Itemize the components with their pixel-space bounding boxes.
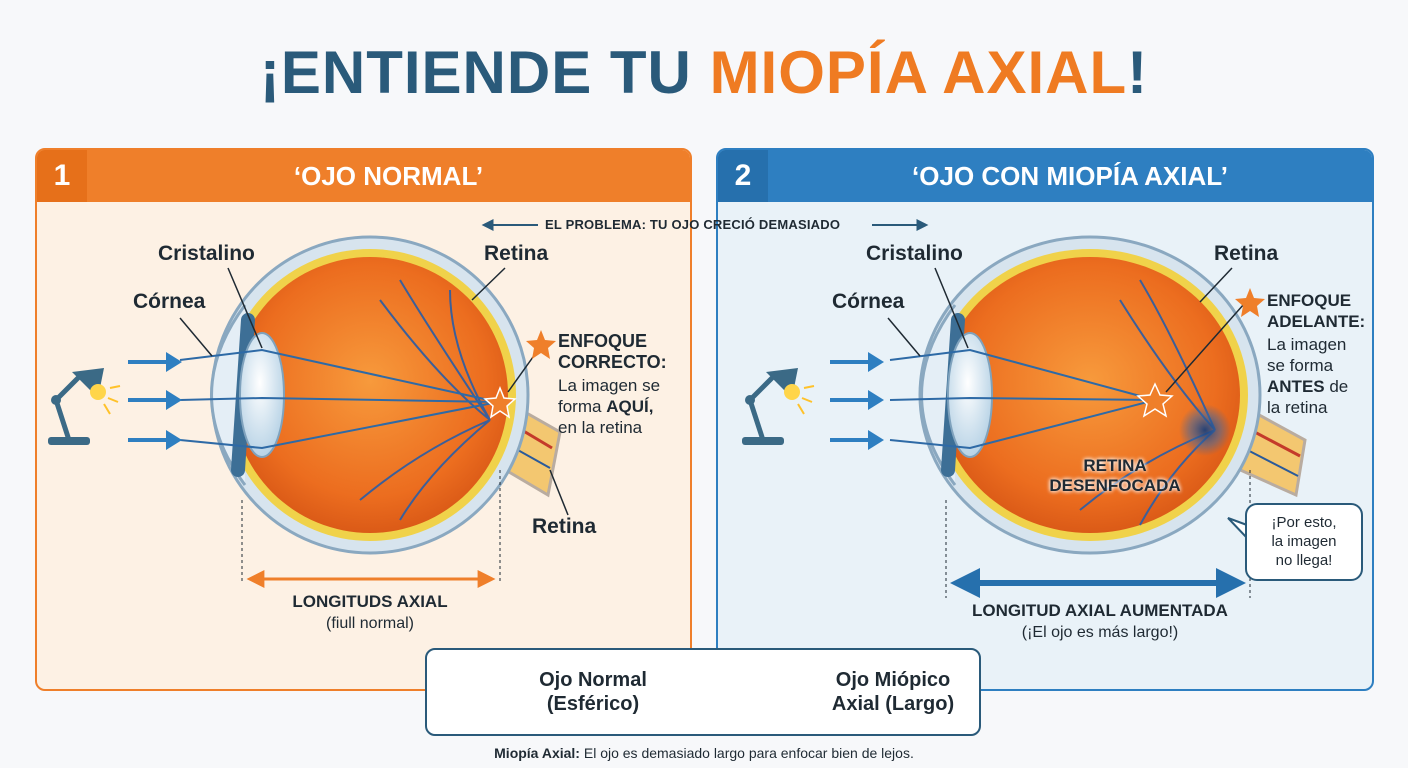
label-cristalino: Cristalino [158,242,255,265]
axial-length-sub: (ﬁull normal) [325,615,414,632]
page-title: ¡ENTIENDE TU MIOPÍA AXIAL! [259,39,1149,106]
star-icon [1235,288,1265,317]
panel-title: ‘OJO NORMAL’ [293,161,484,191]
label-retina-top: Retina [1214,242,1279,265]
lamp-icon [742,368,815,445]
star-icon [526,330,556,359]
label-retina-top: Retina [484,242,549,265]
lamp-icon [48,368,121,445]
focus-star-icon [483,385,517,419]
focus-correct-title: ENFOQUE CORRECTO: [558,331,667,372]
panel-number: 1 [37,150,87,202]
problem-banner: EL PROBLEMA: TU OJO CRECIÓ DEMASIADO [545,217,841,232]
focus-forward-title: ENFOQUE ADELANTE: [1267,291,1366,331]
panel-title: ‘OJO CON MIOPÍA AXIAL’ [912,161,1228,191]
normal-eye-caption: Ojo Normal (Esférico) [539,669,647,715]
label-cornea: Córnea [832,290,905,313]
incoming-light-arrows [830,352,884,450]
axial-length-title: LONGITUDS AXIAL [292,592,448,611]
speech-bubble: ¡Por esto, la imagen no llega! [1245,503,1363,581]
blur-spot [1179,404,1231,456]
label-cornea: Córnea [133,290,206,313]
panel-number: 2 [718,150,768,202]
label-cristalino: Cristalino [866,242,963,265]
focus-forward-desc: La imagen se forma ANTES de la retina [1267,335,1349,417]
footer-note: Miopía Axial: El ojo es demasiado largo … [494,745,914,761]
focus-correct-desc: La imagen se forma AQUÍ, en la retina [558,376,661,437]
axial-length-increased-sub: (¡El ojo es más largo!) [1021,624,1179,641]
label-retina-bottom: Retina [532,515,597,538]
panel-header: 1 ‘OJO NORMAL’ [37,150,690,202]
panel-header: 2 ‘OJO CON MIOPÍA AXIAL’ [718,150,1372,202]
myopic-eye-illustration [889,235,1307,555]
myopic-eye-caption: Ojo Miópico Axial (Largo) [831,669,955,715]
normal-eye-illustration [179,235,562,555]
comparison-box [425,648,981,736]
blurred-retina-label: RETINA DESENFOCADA [1049,456,1181,495]
incoming-light-arrows [128,352,182,450]
axial-length-increased-title: LONGITUD AXIAL AUMENTADA [972,601,1228,620]
focus-star-icon [1136,382,1174,418]
